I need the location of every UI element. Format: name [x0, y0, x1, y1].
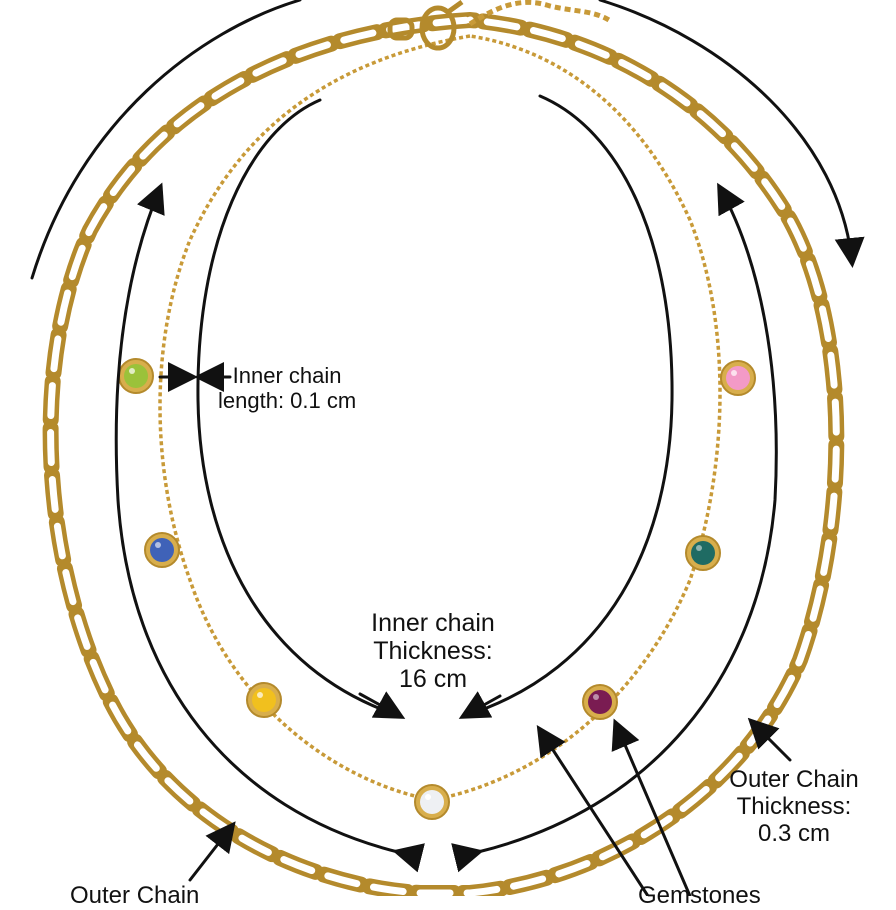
gem-amethyst [582, 684, 618, 720]
inner-chain-length-line2: length: 0.1 cm [218, 387, 357, 413]
outer-chain-thickness-label: Outer Chain Thickness: 0.3 cm [714, 766, 874, 848]
inner-chain-thickness-line2: Thickness: [373, 637, 493, 665]
gem-rose-quartz [720, 360, 756, 396]
inner-chain-thickness-line1: Inner chain [371, 609, 495, 637]
inner-chain-thickness-label: Inner chain Thickness: 16 cm [340, 609, 526, 693]
outer-thickness-pointer [747, 717, 792, 762]
inner-right-arrow-head [458, 691, 502, 719]
inner-left-arc-arrow [196, 98, 402, 718]
gem-citrine [246, 682, 282, 718]
annotation-arrows [30, 0, 865, 896]
gem-charms [118, 358, 756, 820]
gem-diamond [414, 784, 450, 820]
outer-chain-length-label-partial: Outer Chain [70, 882, 200, 909]
inner-left-arrow-head [358, 691, 406, 719]
inner-chain-length-label: Inner chain length: 0.1 cm [218, 363, 357, 413]
inner-chain-thickness-line3: 16 cm [398, 665, 468, 693]
left-span-arc-arrow [114, 182, 425, 873]
inner-chain-length-line1: Inner chain [232, 363, 342, 388]
gem-peridot [118, 358, 154, 394]
outer-chain [42, 11, 845, 896]
right-span-arc-arrow [451, 182, 778, 873]
outer-chain-thickness-line1: Outer Chain [729, 766, 859, 793]
inner-right-arc-arrow [462, 94, 674, 718]
outer-length-pointer [188, 821, 236, 882]
gem-emerald [685, 535, 721, 571]
gemstones-label-partial: Gemstones [638, 882, 761, 909]
outer-top-right-arc-arrow [598, 0, 865, 268]
stones-pointer-2 [611, 718, 692, 896]
stones-pointer-1 [536, 724, 650, 896]
outer-chain-thickness-line3: 0.3 cm [757, 819, 831, 847]
outer-top-left-arc-arrow [30, 0, 302, 280]
outer-chain-thickness-line2: Thickness: [736, 792, 852, 820]
extender-chain [468, 0, 614, 27]
gem-sapphire [144, 532, 180, 568]
clasp [387, 0, 464, 51]
